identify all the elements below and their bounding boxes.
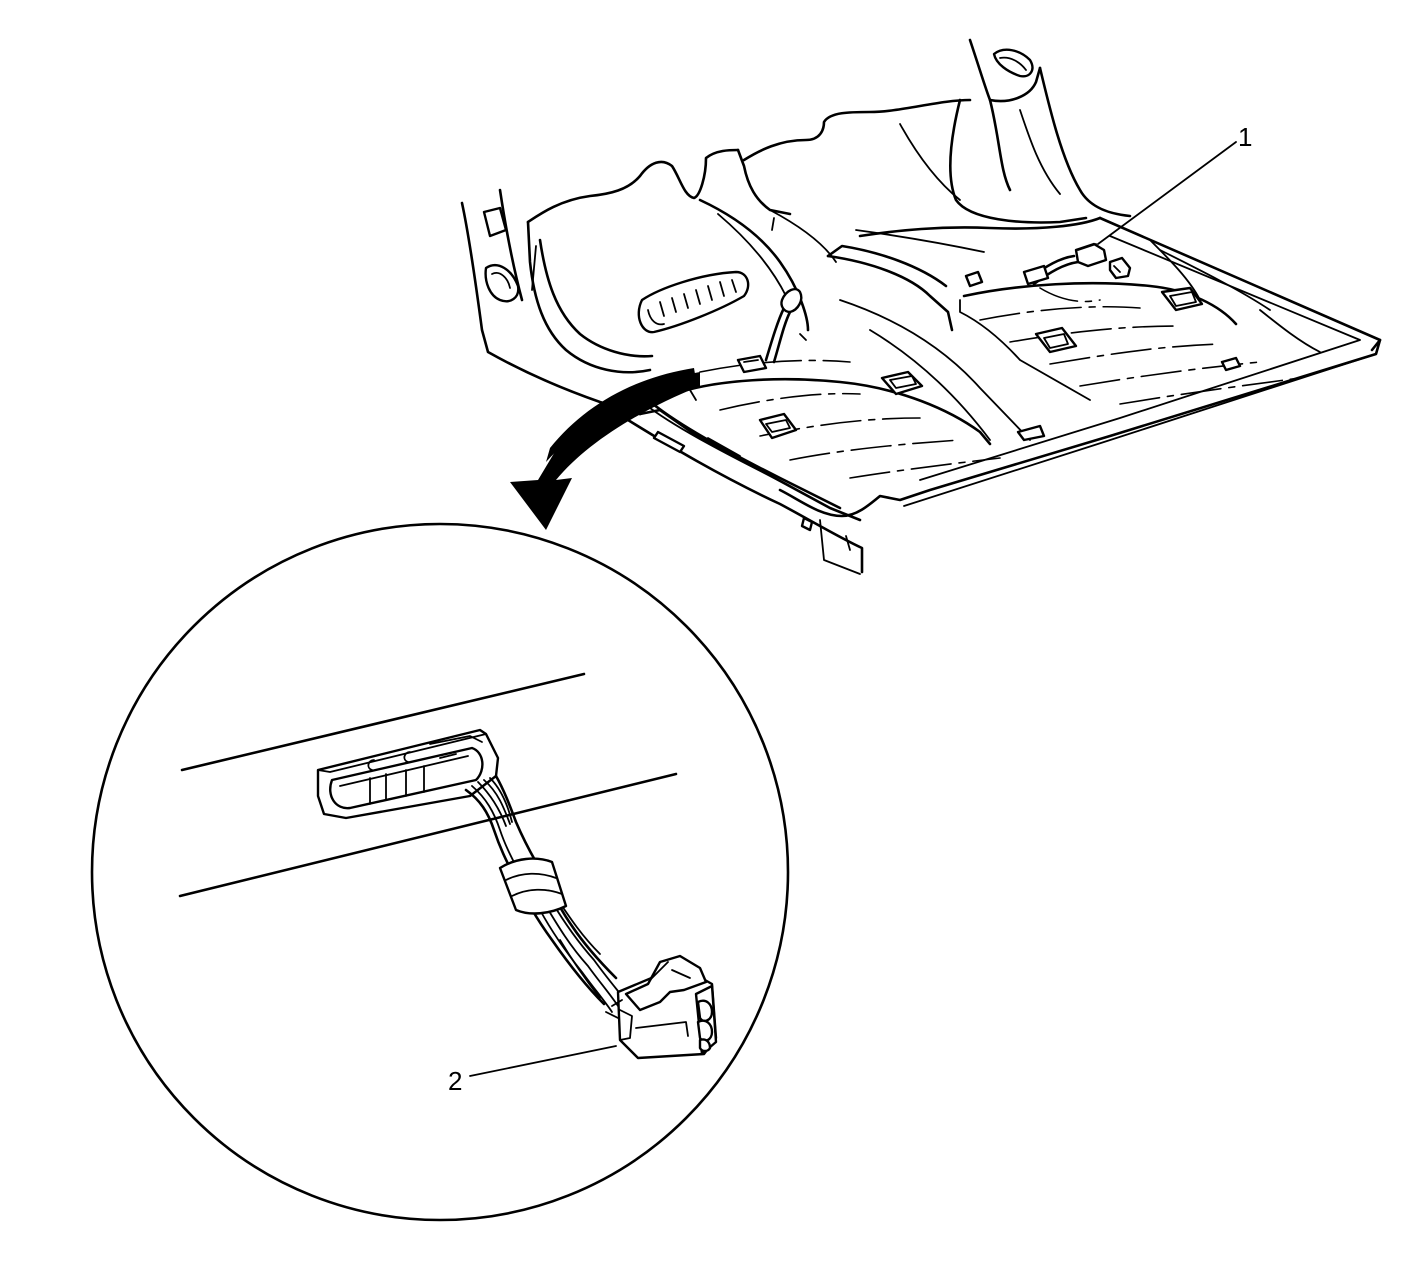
leader-line-1 [1097,141,1237,245]
detail-magnifier [90,522,790,1222]
floor-connector-body [316,728,500,820]
callout-label-2: 2 [448,1066,462,1096]
left-footwell [526,148,810,374]
floor-line-lower [178,772,678,898]
front-harness-connector [736,288,807,374]
leader-line-2 [469,1045,617,1077]
callout-label-1: 1 [1238,122,1252,152]
right-pillar [968,38,1132,218]
callout-1: 1 [1097,122,1252,245]
vehicle-floor-pan [460,38,1382,575]
magnifier-circle [90,522,790,1222]
left-door-pillar [460,188,642,416]
floor-perimeter [626,216,1382,575]
callout-2: 2 [448,1045,617,1096]
rear-harness-connector [1022,242,1132,286]
floor-line-upper [180,672,586,772]
rear-seat-floor-right [959,239,1321,405]
tape-wrap [498,857,568,915]
detail-arrow [510,368,700,530]
harness-connector-plug [605,954,718,1060]
front-seat-floor-left [678,299,1046,479]
wire-bundle [464,774,623,1013]
rear-footwell [858,98,1102,238]
center-tunnel [736,98,985,332]
